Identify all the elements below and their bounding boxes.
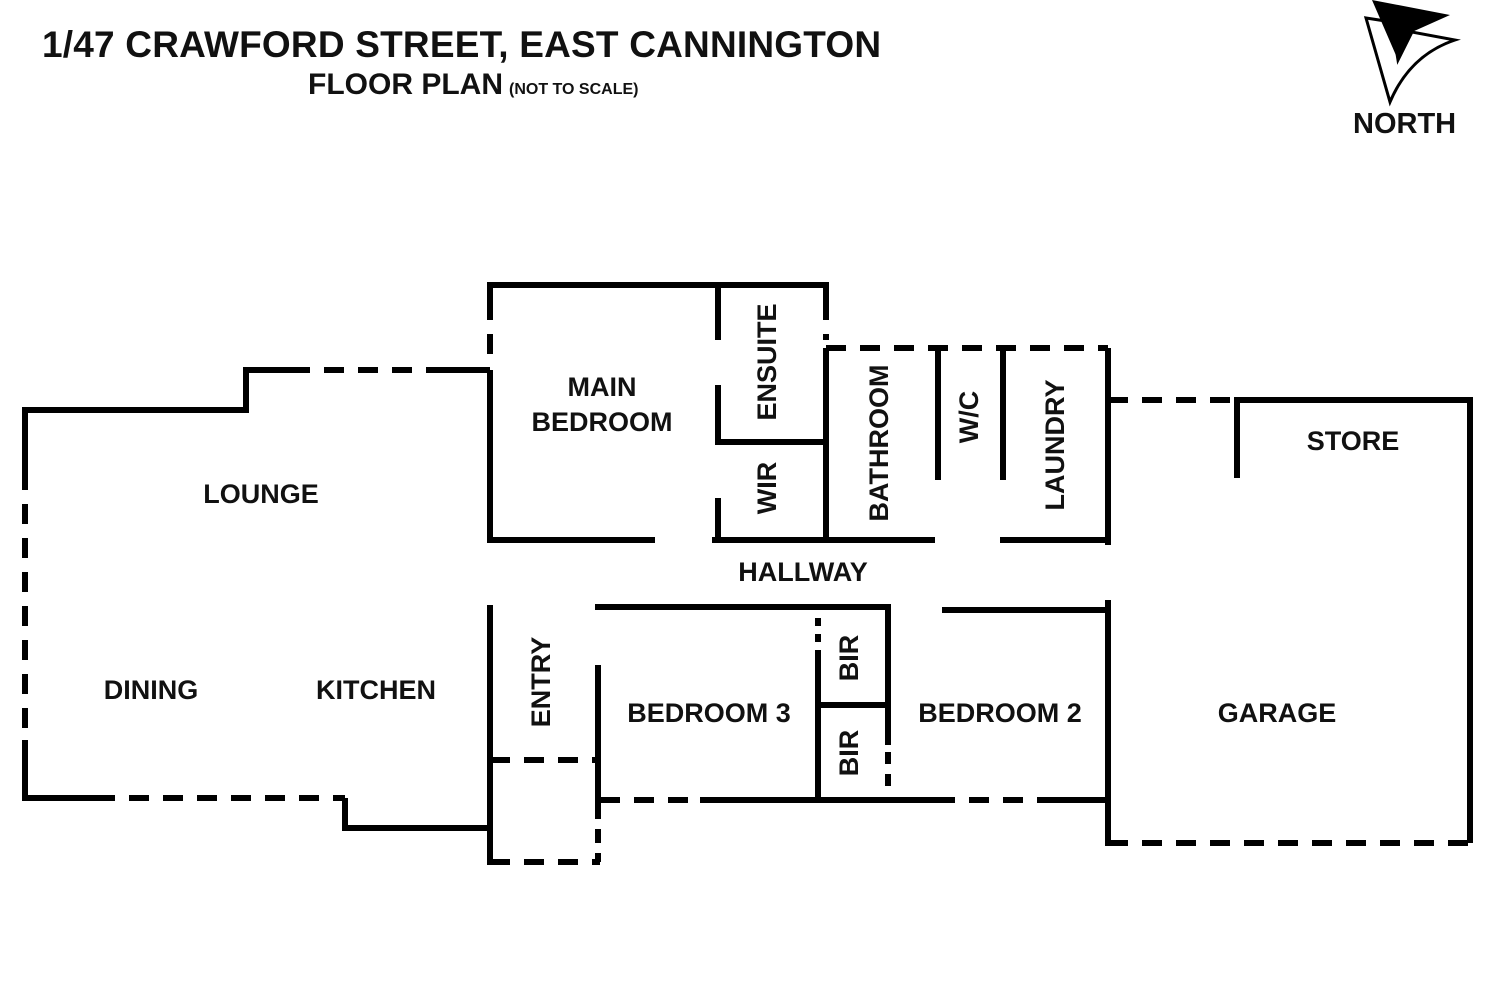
- floor-plan-subtitle: FLOOR PLAN (NOT TO SCALE): [308, 68, 638, 102]
- room-lounge: LOUNGE: [203, 479, 319, 509]
- north-arrow-icon: [1363, 0, 1461, 107]
- room-kitchen: KITCHEN: [316, 675, 436, 705]
- room-entry: ENTRY: [526, 637, 556, 728]
- room-wir: WIR: [752, 462, 782, 514]
- room-wc: W/C: [954, 391, 984, 443]
- page-title: 1/47 CRAWFORD STREET, EAST CANNINGTON: [42, 24, 882, 65]
- north-label: NORTH: [1353, 108, 1457, 140]
- room-main-bedroom-line2: BEDROOM: [532, 407, 673, 437]
- room-bedroom-2: BEDROOM 2: [918, 698, 1082, 728]
- room-hallway: HALLWAY: [738, 557, 868, 587]
- room-bathroom: BATHROOM: [864, 365, 894, 522]
- scale-note: (NOT TO SCALE): [509, 81, 639, 98]
- walls: [22, 282, 1473, 865]
- room-bir-bottom: BIR: [834, 730, 864, 777]
- room-dining: DINING: [104, 675, 199, 705]
- room-labels: LOUNGE DINING KITCHEN MAIN BEDROOM ENSUI…: [104, 303, 1400, 776]
- room-ensuite: ENSUITE: [752, 303, 782, 420]
- room-main-bedroom-line1: MAIN: [568, 372, 637, 402]
- room-bedroom-3: BEDROOM 3: [627, 698, 791, 728]
- room-laundry: LAUNDRY: [1040, 380, 1070, 511]
- room-store: STORE: [1307, 426, 1400, 456]
- subtitle-text: FLOOR PLAN: [308, 68, 503, 101]
- room-bir-top: BIR: [834, 635, 864, 682]
- room-garage: GARAGE: [1218, 698, 1337, 728]
